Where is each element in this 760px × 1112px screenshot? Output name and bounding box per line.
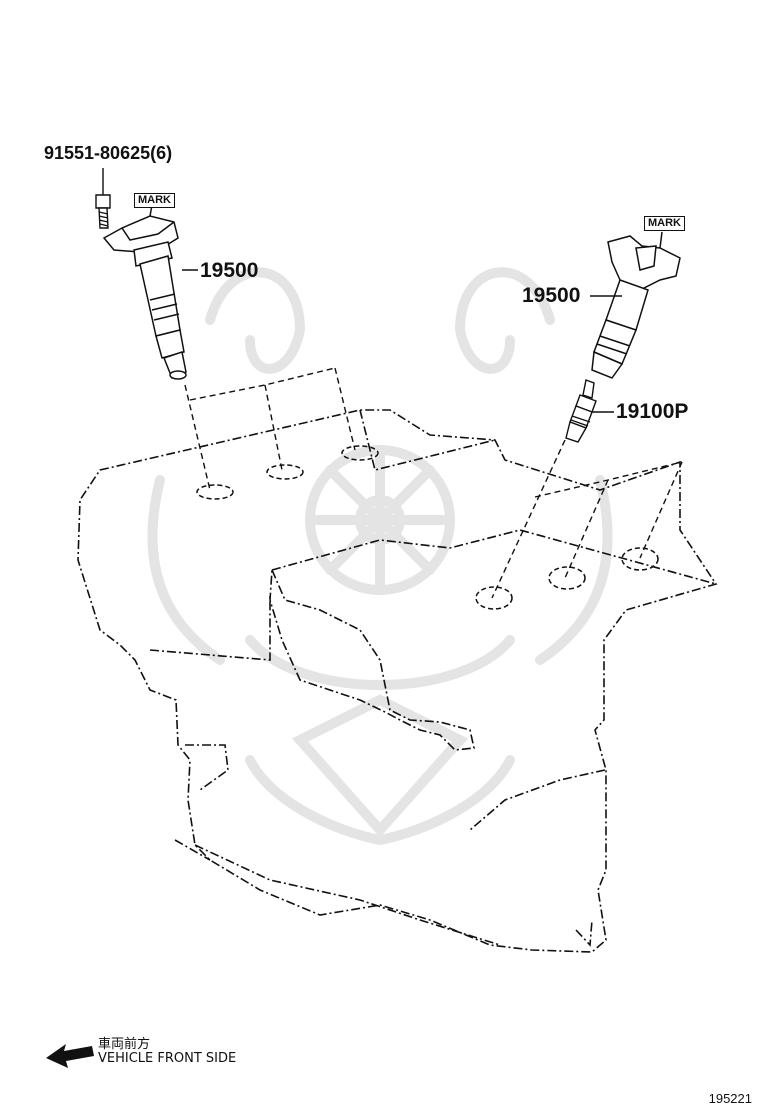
watermark-emblem bbox=[147, 267, 613, 846]
spark-plug-drawing bbox=[565, 379, 614, 443]
coil-wells-right bbox=[475, 547, 659, 610]
coil-wells-left bbox=[196, 445, 379, 500]
ignition-coil-left-drawing bbox=[102, 204, 198, 380]
figure-number: 195221 bbox=[708, 1091, 752, 1106]
bolt-drawing bbox=[95, 168, 111, 229]
coil-left-part-number: 19500 bbox=[200, 259, 259, 282]
front-arrow-icon bbox=[46, 1044, 94, 1068]
mark-label-left: MARK bbox=[134, 193, 175, 208]
spark-plug-part-number: 19100P bbox=[616, 400, 689, 423]
vehicle-front-en: VEHICLE FRONT SIDE bbox=[98, 1051, 237, 1066]
vehicle-front-jp: 車両前方 bbox=[98, 1037, 151, 1052]
engine-outline bbox=[77, 409, 718, 953]
mark-label-right: MARK bbox=[644, 216, 685, 231]
ignition-coil-right-drawing bbox=[590, 231, 681, 379]
position-lines-right bbox=[491, 439, 683, 599]
coil-right-part-number: 19500 bbox=[522, 284, 581, 307]
bolt-part-number: 91551-80625(6) bbox=[44, 143, 173, 163]
position-lines-left bbox=[184, 367, 356, 491]
